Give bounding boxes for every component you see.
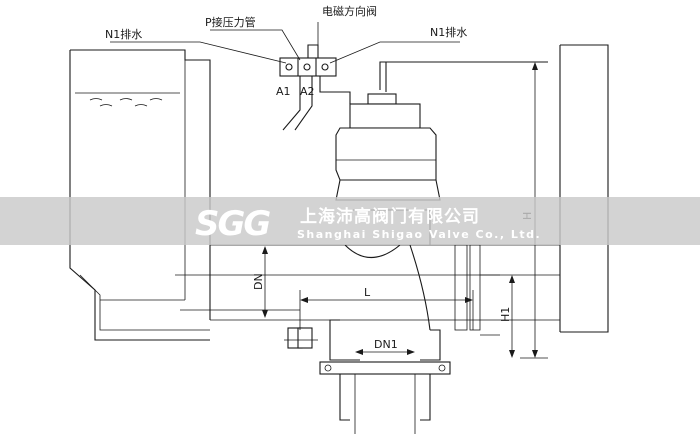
right-wall — [559, 44, 609, 333]
label-port-a1: A1 — [276, 85, 291, 98]
dimension-dn1: DN1 — [374, 338, 398, 351]
label-n1-drain-right: N1排水 — [430, 25, 467, 39]
solenoid-valve-block — [279, 44, 548, 131]
watermark-company-en: Shanghai Shigao Valve Co., Ltd. — [297, 228, 541, 241]
watermark-band: SGG 上海沛高阀门有限公司 Shanghai Shigao Valve Co.… — [0, 197, 700, 245]
actuator — [335, 93, 441, 201]
label-n1-drain-left: N1排水 — [105, 27, 142, 41]
label-port-a2: A2 — [300, 85, 315, 98]
outlet-pipe — [284, 319, 451, 434]
dimension-l: L — [364, 286, 371, 299]
watermark-company-cn: 上海沛高阀门有限公司 — [300, 206, 480, 227]
left-tank — [69, 49, 211, 341]
dimension-h1: H1 — [499, 307, 512, 322]
dimension-dn: DN — [252, 273, 265, 290]
svg-text:SGG: SGG — [195, 204, 270, 244]
company-logo: SGG — [195, 204, 272, 244]
label-p-pressure-pipe: P接压力管 — [205, 15, 256, 29]
label-solenoid-valve: 电磁方向阀 — [322, 4, 377, 18]
leader-lines — [110, 22, 460, 64]
